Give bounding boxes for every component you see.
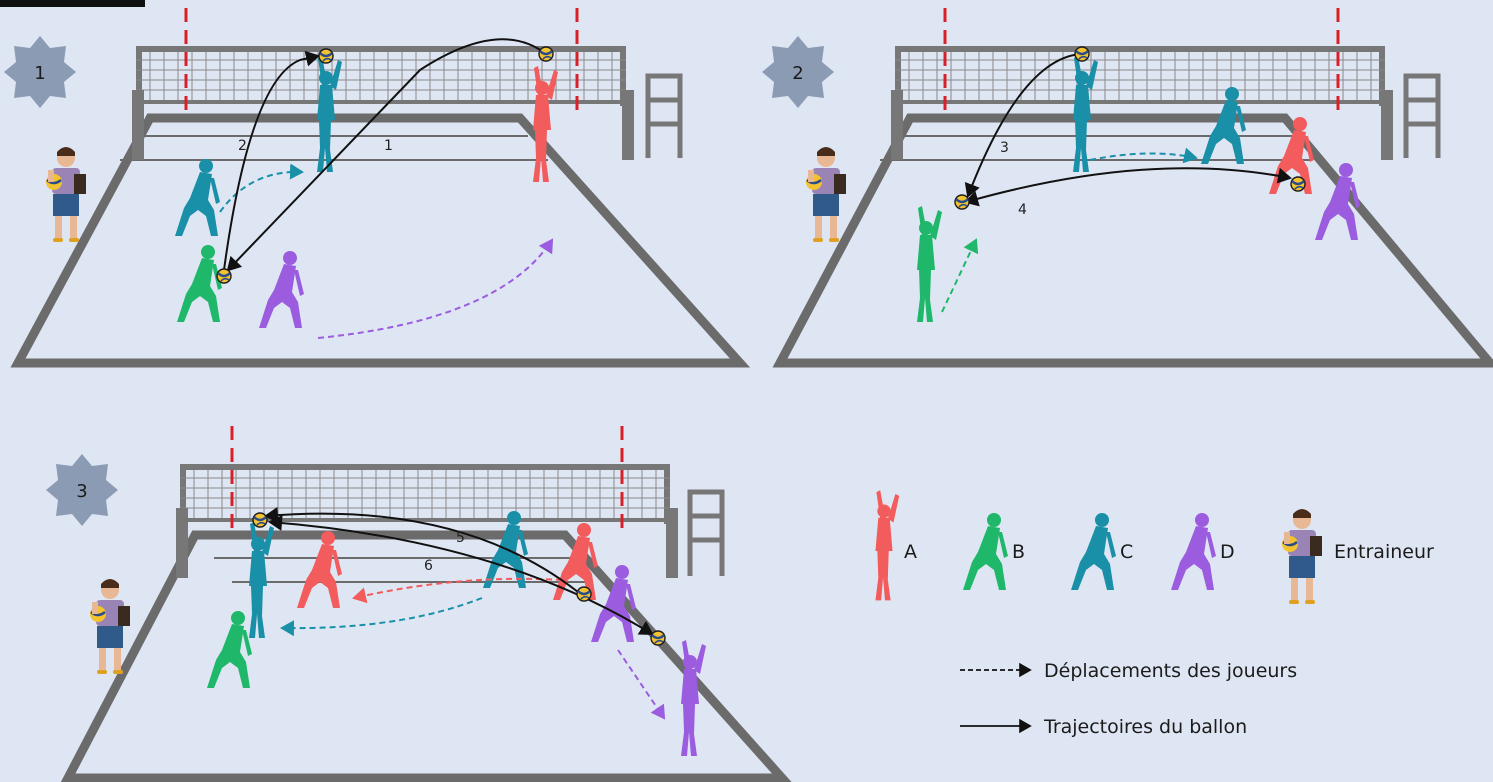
trajectory-number: 6 — [424, 558, 433, 574]
legend-player-a-icon — [875, 490, 900, 601]
legend-label-c: C — [1120, 541, 1133, 563]
step-badge-2: 2 — [762, 36, 834, 108]
trajectory-number: 3 — [1000, 140, 1009, 156]
movement-arrow — [617, 649, 666, 720]
legend: A B C D Entraineur Déplacements des joue… — [875, 490, 1434, 738]
player-b — [207, 611, 252, 688]
ball — [575, 585, 593, 603]
panel-step-1: 1 1 2 — [0, 0, 751, 368]
net-2 — [891, 45, 1393, 160]
referee-chair-1 — [645, 73, 683, 158]
movement-arrow — [219, 163, 304, 213]
legend-trajectory-label: Trajectoires du ballon — [1043, 716, 1247, 738]
step-badge-3: 3 — [46, 454, 118, 526]
net-1 — [132, 45, 634, 160]
legend-label-a: A — [904, 541, 917, 563]
movement-arrow — [280, 597, 483, 637]
net-poles-3 — [230, 426, 624, 530]
legend-player-b-icon — [963, 513, 1008, 590]
step-number: 3 — [76, 481, 87, 502]
player-b — [177, 245, 222, 322]
ball — [649, 629, 667, 647]
player-c — [1201, 87, 1246, 164]
coach-figure — [88, 577, 132, 676]
coach-figure — [804, 145, 848, 244]
legend-coach-icon — [1280, 507, 1324, 606]
top-bar — [0, 0, 145, 7]
legend-label-b: B — [1012, 541, 1025, 563]
player-a — [533, 66, 558, 182]
net-poles-2 — [943, 8, 1340, 112]
trajectory-number: 4 — [1018, 202, 1027, 218]
panel-step-2: 2 3 4 — [762, 8, 1493, 368]
legend-label-coach: Entraineur — [1334, 541, 1434, 563]
ball — [537, 45, 555, 63]
player-b — [917, 206, 942, 322]
movement-arrow — [317, 238, 554, 339]
ball-trajectory-4 — [964, 167, 1292, 207]
ball — [1289, 175, 1307, 193]
player-d — [681, 640, 706, 756]
step-number: 1 — [34, 63, 45, 84]
ball-trajectory-6 — [268, 514, 654, 636]
ball — [317, 47, 335, 65]
net-poles-1 — [184, 8, 579, 112]
step-number: 2 — [792, 63, 803, 84]
legend-movement-label: Déplacements des joueurs — [1044, 660, 1297, 682]
panel-step-3: 3 5 6 — [46, 426, 792, 782]
player-c — [175, 159, 220, 236]
net-3 — [176, 463, 678, 578]
ball-trajectory-3 — [964, 53, 1081, 198]
movement-arrow — [1089, 147, 1198, 164]
ball — [953, 193, 971, 211]
coach-figure — [44, 145, 88, 244]
step-badge-1: 1 — [4, 36, 76, 108]
trajectory-number: 1 — [384, 138, 393, 154]
referee-chair-2 — [1403, 73, 1441, 158]
legend-player-c-icon — [1071, 513, 1116, 590]
ball-trajectory-1 — [226, 38, 547, 272]
legend-player-d-icon — [1171, 513, 1216, 590]
ball — [215, 267, 233, 285]
referee-chair-3 — [687, 489, 725, 576]
movement-arrow — [941, 238, 979, 313]
ball — [251, 511, 269, 529]
trajectory-number: 2 — [238, 138, 247, 154]
ball-trajectory-2 — [223, 50, 320, 271]
player-d — [259, 251, 304, 328]
ball — [1073, 45, 1091, 63]
player-a — [297, 531, 342, 608]
player-c — [249, 522, 274, 638]
legend-label-d: D — [1220, 541, 1235, 563]
trajectory-number: 5 — [456, 530, 465, 546]
